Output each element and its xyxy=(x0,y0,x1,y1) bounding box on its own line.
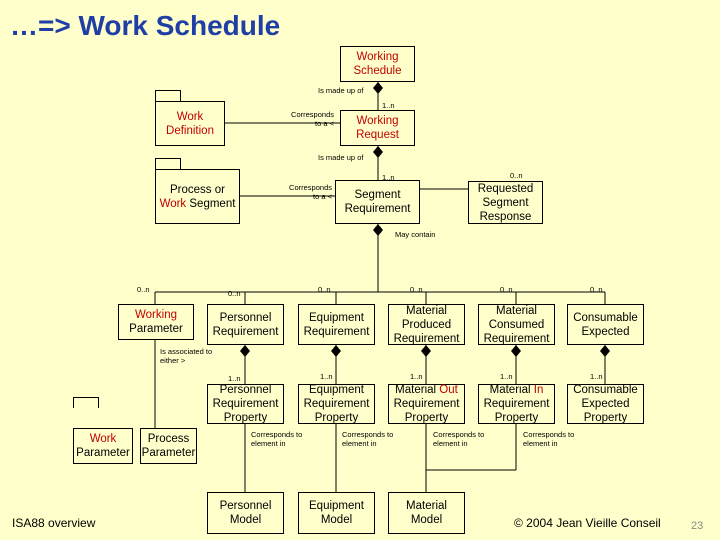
box-material-produced-requirement: Material Produced Requirement xyxy=(388,304,465,345)
box-personnel-requirement-property: Personnel Requirement Property xyxy=(207,384,284,424)
box-working-schedule: Working Schedule xyxy=(340,46,415,82)
box-personnel-requirement: Personnel Requirement xyxy=(207,304,284,345)
work-definition-tab xyxy=(155,90,181,101)
label-multiplicity: 0..n xyxy=(137,285,150,294)
aggregation-diamond xyxy=(373,224,383,236)
label-corresponds-to: Corresponds to a < xyxy=(291,110,334,128)
box-consumable-expected: Consumable Expected xyxy=(567,304,644,345)
box-personnel-model: Personnel Model xyxy=(207,492,284,534)
label-multiplicity: 1..n xyxy=(410,372,423,381)
page-number: 23 xyxy=(691,520,704,532)
work-parameter-tab xyxy=(73,397,99,408)
label-multiplicity: 1..n xyxy=(228,374,241,383)
label-corresponds-to-element: Corresponds to element in xyxy=(251,430,303,448)
label-corresponds-to: Corresponds to a < xyxy=(289,183,332,201)
aggregation-diamond xyxy=(331,345,341,357)
page-title: …=> Work Schedule xyxy=(10,10,281,41)
box-requested-segment-response: Requested Segment Response xyxy=(468,181,543,224)
label-is-made-up-of: Is made up of xyxy=(318,153,364,162)
label-multiplicity: 0..n xyxy=(410,285,423,294)
box-segment-requirement: Segment Requirement xyxy=(335,180,420,224)
label-multiplicity: 1..n xyxy=(382,101,395,110)
footer-copyright: © 2004 Jean Vieille Conseil xyxy=(514,516,661,530)
box-material-in-requirement-property: Material In Requirement Property xyxy=(478,384,555,424)
label-multiplicity: 0..n xyxy=(510,171,523,180)
box-consumable-expected-property: Consumable Expected Property xyxy=(567,384,644,424)
label-multiplicity: 1..n xyxy=(320,372,333,381)
footer-left: ISA88 overview xyxy=(12,516,96,530)
label-corresponds-to-element: Corresponds to element in xyxy=(523,430,575,448)
label-multiplicity: 1..n xyxy=(500,372,513,381)
aggregation-diamond xyxy=(600,345,610,357)
label-multiplicity: 0..n xyxy=(500,285,513,294)
label-multiplicity: 0..n xyxy=(590,285,603,294)
box-material-model: Material Model xyxy=(388,492,465,534)
label-multiplicity: 0..n xyxy=(318,285,331,294)
aggregation-diamond xyxy=(373,82,383,94)
label-corresponds-to-element: Corresponds to element in xyxy=(342,430,394,448)
box-work-parameter: Work Parameter xyxy=(73,428,133,464)
label-corresponds-to-element: Corresponds to element in xyxy=(433,430,485,448)
box-equipment-requirement-property: Equipment Requirement Property xyxy=(298,384,375,424)
label-is-made-up-of: Is made up of xyxy=(318,86,364,95)
box-equipment-requirement: Equipment Requirement xyxy=(298,304,375,345)
label-is-associated: Is associated to either > xyxy=(160,347,213,365)
box-working-request: Working Request xyxy=(340,110,415,146)
box-material-consumed-requirement: Material Consumed Requirement xyxy=(478,304,555,345)
box-material-out-requirement-property: Material Out Requirement Property xyxy=(388,384,465,424)
label-may-contain: May contain xyxy=(395,230,436,239)
aggregation-diamond xyxy=(421,345,431,357)
label-multiplicity: 1..n xyxy=(382,173,395,182)
box-process-or-work-segment: Process or Work Segment xyxy=(155,169,240,224)
box-work-definition: Work Definition xyxy=(155,101,225,146)
aggregation-diamond xyxy=(511,345,521,357)
label-multiplicity: 1..n xyxy=(590,372,603,381)
box-working-parameter: Working Parameter xyxy=(118,304,194,340)
label-multiplicity: 0..n xyxy=(228,289,241,298)
aggregation-diamond xyxy=(373,146,383,158)
aggregation-diamond xyxy=(240,345,250,357)
box-equipment-model: Equipment Model xyxy=(298,492,375,534)
process-segment-tab xyxy=(155,158,181,169)
box-process-parameter: Process Parameter xyxy=(140,428,197,464)
